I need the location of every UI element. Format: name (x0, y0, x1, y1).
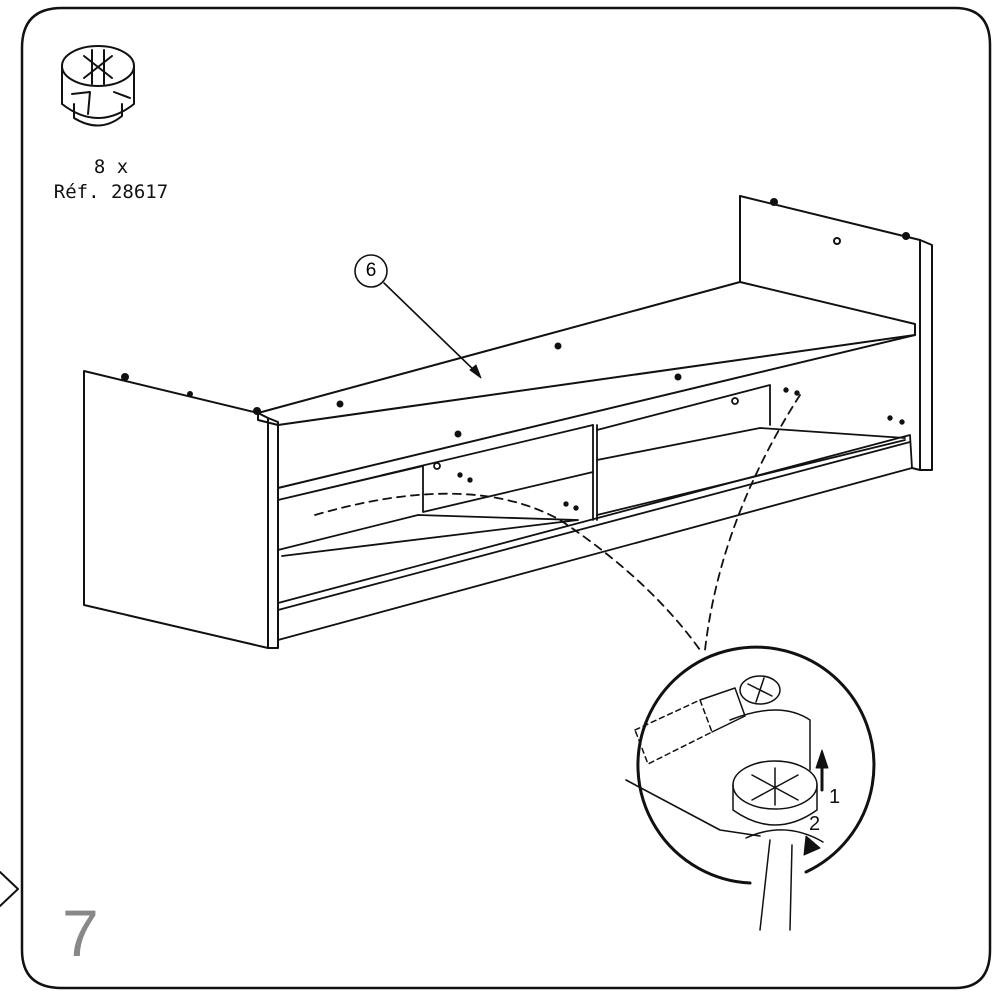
cabinet-interior (277, 384, 913, 641)
detail-step-1-label: 1 (829, 786, 841, 808)
next-page-arrow-icon (0, 871, 19, 907)
detail-step-2-label: 2 (809, 813, 821, 835)
page-frame (20, 6, 992, 990)
parts-quantity: 8 x (93, 156, 129, 178)
detail-guide-line (704, 394, 801, 651)
cam-lock-fitting-icon (61, 45, 135, 127)
right-side-panel (739, 195, 933, 471)
left-side-panel (83, 370, 279, 649)
top-board (257, 281, 916, 489)
detail-guide-line (314, 492, 701, 651)
step-number: 7 (62, 896, 99, 970)
part-number-label: 6 (365, 260, 377, 281)
parts-reference: Réf. 28617 (53, 181, 169, 203)
callout-circle (354, 254, 388, 288)
detail-magnifier (625, 645, 876, 931)
callout-leader (383, 282, 479, 375)
